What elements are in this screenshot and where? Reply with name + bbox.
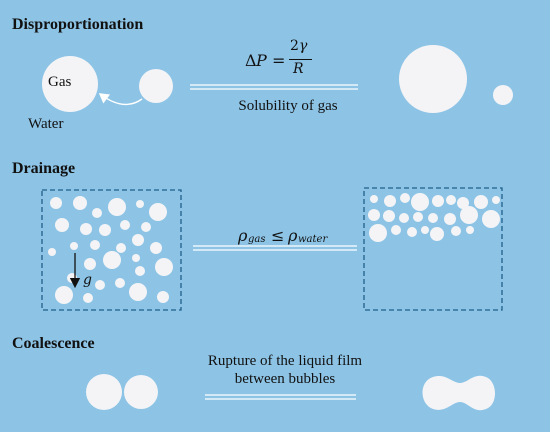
heading-coalescence: Coalescence <box>12 335 95 352</box>
solubility-caption: Solubility of gas <box>238 98 338 114</box>
creamed-bubbles <box>368 193 500 242</box>
equilibrium-double-line-2 <box>193 245 357 251</box>
coalescing-bubble-right <box>124 375 158 409</box>
large-gas-bubble <box>42 56 98 112</box>
coalescing-bubble-left <box>86 374 122 410</box>
coalescence-caption-line1: Rupture of the liquid film <box>207 353 363 369</box>
grown-bubble <box>399 45 467 113</box>
equilibrium-double-line-3 <box>205 394 356 400</box>
equilibrium-double-line-1 <box>190 84 358 90</box>
water-label: Water <box>28 116 64 132</box>
coalescence-caption-line2: between bubbles <box>234 371 336 387</box>
drainage-box-final <box>363 187 503 311</box>
shrunk-bubble <box>493 85 513 105</box>
gas-label: Gas <box>48 74 72 90</box>
dispersed-bubbles <box>48 196 173 304</box>
density-inequality: ρ gas ≤ ρ water <box>238 226 328 245</box>
gas-transfer-arrow <box>98 93 143 106</box>
gravity-label: g <box>83 272 92 288</box>
coalescence-caption: Rupture of the liquid film between bubbl… <box>200 352 370 388</box>
heading-disproportionation: Disproportionation <box>12 16 144 33</box>
merged-bubble <box>422 375 495 411</box>
small-gas-bubble <box>139 69 173 103</box>
laplace-pressure-equation: Δ P = 2 γ R <box>245 37 355 81</box>
heading-drainage: Drainage <box>12 160 76 177</box>
drainage-box-initial <box>41 189 182 311</box>
